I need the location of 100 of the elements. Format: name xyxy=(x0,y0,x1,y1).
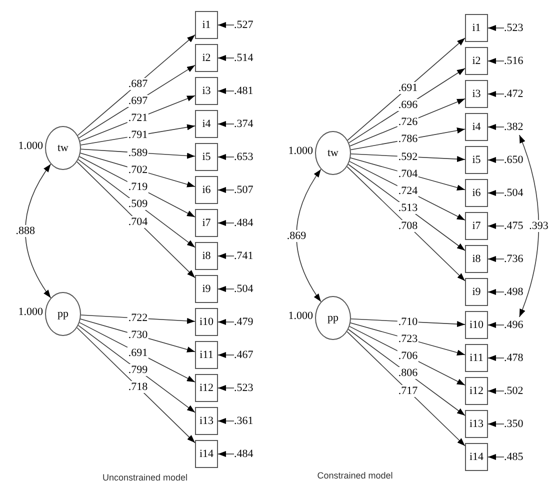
path-arrow xyxy=(80,314,196,324)
covariance-arc xyxy=(24,164,52,298)
path-arrow xyxy=(350,318,466,328)
path-coefficient: .697 xyxy=(127,94,149,107)
error-variance-value: .467 xyxy=(234,347,258,363)
observed-variable-box: i3 xyxy=(195,77,218,105)
path-arrow xyxy=(350,98,466,146)
observed-variable-box: i2 xyxy=(195,44,218,72)
observed-variable-box: i6 xyxy=(465,179,488,207)
path-arrow xyxy=(78,64,196,138)
path-arrow xyxy=(488,256,504,262)
path-arrow xyxy=(218,88,234,94)
path-coefficient: .806 xyxy=(397,367,419,380)
path-coefficient: .723 xyxy=(397,332,419,345)
observed-variable-box: i12 xyxy=(195,374,218,402)
variance-value: 1.000 xyxy=(18,140,43,152)
path-arrow xyxy=(80,124,196,146)
path-coefficient: .509 xyxy=(127,198,149,210)
path-coefficient: .888 xyxy=(14,225,36,237)
path-coefficient: .791 xyxy=(127,129,149,142)
path-arrow xyxy=(488,25,504,31)
path-arrow xyxy=(80,318,196,352)
error-variance-value: .350 xyxy=(504,416,528,432)
path-coefficient: .718 xyxy=(127,381,149,394)
error-variance-value: .475 xyxy=(504,218,528,234)
observed-variable-box: i8 xyxy=(465,245,488,273)
error-variance-value: .496 xyxy=(504,317,528,333)
path-coefficient: .589 xyxy=(127,146,149,159)
covariance-arc xyxy=(296,168,322,302)
path-arrow xyxy=(79,322,196,382)
path-arrow xyxy=(488,58,504,64)
observed-variable-box: i1 xyxy=(465,14,488,42)
path-arrow xyxy=(349,161,466,221)
path-arrow xyxy=(218,154,234,160)
error-variance-value: .650 xyxy=(504,152,528,168)
path-arrow xyxy=(79,156,196,218)
observed-variable-box: i14 xyxy=(465,443,488,471)
path-coefficient: .687 xyxy=(127,78,149,90)
observed-variable-box: i10 xyxy=(195,308,218,336)
observed-variable-box: i13 xyxy=(465,410,488,438)
path-coefficient: .722 xyxy=(127,312,149,324)
path-arrow xyxy=(78,325,196,413)
error-variance-value: .653 xyxy=(234,149,258,165)
path-arrow xyxy=(488,157,504,163)
path-coefficient: .717 xyxy=(397,384,419,397)
observed-variable-box: i8 xyxy=(195,242,218,270)
latent-variable-circle: pp xyxy=(315,296,351,340)
path-arrow xyxy=(218,286,234,292)
path-arrow xyxy=(488,421,504,427)
model-caption: Unconstrained model xyxy=(102,471,188,484)
error-variance-value: .478 xyxy=(504,350,528,366)
error-variance-value: .523 xyxy=(504,20,528,36)
path-arrow xyxy=(349,326,466,386)
path-coefficient: .696 xyxy=(397,98,419,111)
path-coefficient: .592 xyxy=(397,150,419,163)
path-arrow xyxy=(347,38,466,141)
error-variance-value: .479 xyxy=(234,314,258,330)
path-coefficient: .691 xyxy=(127,346,149,359)
observed-variable-box: i10 xyxy=(465,311,488,339)
path-arrow xyxy=(488,388,504,394)
path-coefficient: .721 xyxy=(127,112,149,124)
path-arrow xyxy=(218,418,234,424)
path-arrow xyxy=(80,95,196,142)
path-arrow xyxy=(488,190,504,196)
error-variance-value: .741 xyxy=(234,248,258,264)
observed-variable-box: i11 xyxy=(195,341,218,369)
observed-variable-box: i3 xyxy=(465,80,488,108)
observed-variable-box: i7 xyxy=(195,209,218,237)
path-arrow xyxy=(350,153,466,162)
path-coefficient: .513 xyxy=(397,202,419,214)
path-coefficient: .702 xyxy=(127,164,149,176)
error-variance-value: .527 xyxy=(234,17,258,33)
path-arrow xyxy=(218,187,234,193)
error-variance-value: .736 xyxy=(504,251,528,267)
observed-variable-box: i1 xyxy=(195,11,218,39)
path-arrow xyxy=(80,152,196,188)
latent-variable-circle: tw xyxy=(45,126,81,170)
error-variance-value: .484 xyxy=(234,215,258,231)
latent-variable-circle: pp xyxy=(45,292,81,336)
path-arrow xyxy=(76,161,196,278)
error-variance-value: .504 xyxy=(504,185,528,201)
path-coefficient: .724 xyxy=(397,185,419,198)
error-variance-value: .481 xyxy=(234,83,258,99)
path-arrow xyxy=(488,454,504,460)
error-variance-value: .504 xyxy=(234,281,258,297)
observed-variable-box: i4 xyxy=(195,110,218,138)
path-arrow xyxy=(348,164,466,251)
covariance-arc xyxy=(519,134,540,318)
error-variance-value: .498 xyxy=(504,284,528,300)
path-arrow xyxy=(348,68,466,144)
error-variance-value: .374 xyxy=(234,116,258,132)
path-coefficient: .393 xyxy=(528,220,550,232)
path-coefficient: .704 xyxy=(127,216,149,228)
observed-variable-box: i5 xyxy=(195,143,218,171)
path-arrow xyxy=(218,385,234,391)
path-coefficient: .719 xyxy=(127,181,149,194)
path-coefficient: .691 xyxy=(397,82,419,94)
path-coefficient: .869 xyxy=(286,230,308,242)
path-arrow xyxy=(488,322,504,328)
error-variance-value: .382 xyxy=(504,119,528,135)
